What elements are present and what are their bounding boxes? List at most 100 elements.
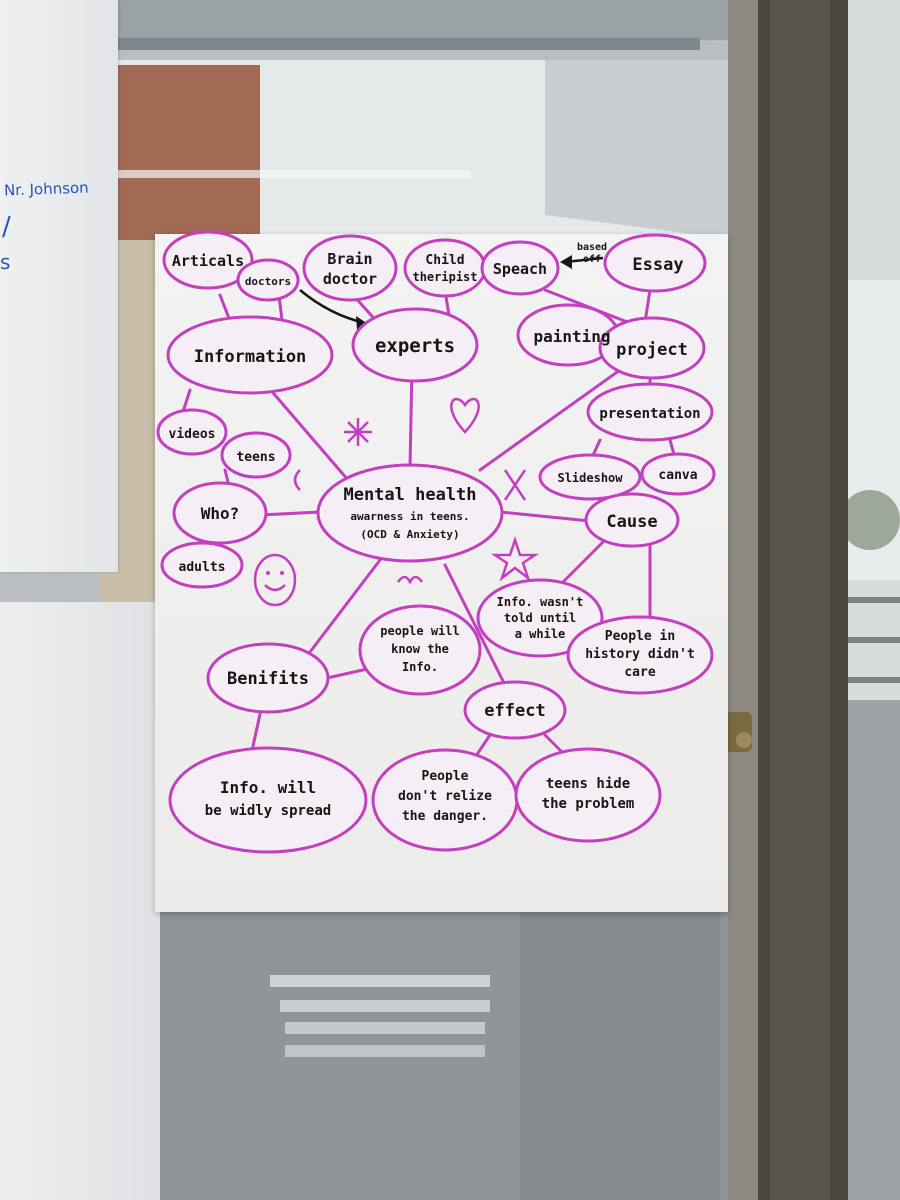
node-doctors: doctors <box>245 275 291 288</box>
left-mark-slash: / <box>2 212 11 242</box>
door-frame-left <box>728 0 758 1200</box>
reflection-1 <box>270 975 490 987</box>
door-frame-inner <box>770 0 830 1200</box>
node-brain-doctor: doctor <box>323 270 377 288</box>
cloud-brain-doctor <box>302 234 398 302</box>
cloud-labels: Articals doctors Brain doctor Child ther… <box>169 242 701 824</box>
reflection-4 <box>285 1045 485 1057</box>
node-told-until: told until <box>504 611 576 625</box>
x-doodle-2 <box>503 469 527 501</box>
canopy <box>545 60 740 240</box>
node-child: Child <box>425 253 464 268</box>
arrowhead-experts <box>356 316 368 330</box>
center-title: Mental health <box>343 485 476 505</box>
cloud-shapes <box>156 230 716 854</box>
node-info-will: Info. will <box>220 778 316 797</box>
right-pavement <box>848 700 900 1200</box>
node-know-the: know the <box>391 642 449 656</box>
cloud-videos <box>156 408 228 456</box>
cloud-canva <box>640 452 716 496</box>
node-adults: adults <box>179 560 226 575</box>
cloud-who <box>172 481 268 545</box>
cloud-history <box>566 615 714 695</box>
node-videos: videos <box>169 427 216 442</box>
node-effect: effect <box>484 701 545 721</box>
node-brain: Brain <box>327 250 372 268</box>
ceiling-beam <box>100 38 700 50</box>
cloud-slideshow <box>538 453 642 501</box>
node-care: care <box>624 665 655 680</box>
node-who: Who? <box>201 504 240 523</box>
cloud-know <box>358 604 482 696</box>
node-experts: experts <box>375 335 455 357</box>
node-the-danger: the danger. <box>402 809 488 824</box>
node-slideshow: Slideshow <box>557 471 623 485</box>
cloud-project <box>598 316 706 380</box>
node-information: Information <box>194 347 307 367</box>
shadow-area <box>520 912 720 1200</box>
star-doodle <box>490 536 540 582</box>
cloud-teens <box>220 431 292 479</box>
node-teens: teens <box>236 450 275 465</box>
cloud-information <box>166 315 334 395</box>
node-info-wasnt: Info. wasn't <box>497 595 584 609</box>
node-a-while: a while <box>515 627 566 641</box>
node-off: off <box>583 254 601 265</box>
cloud-doctors <box>236 258 300 302</box>
node-teens-hide: teens hide <box>546 776 630 792</box>
cloud-info-wasnt <box>476 578 604 658</box>
node-presentation: presentation <box>599 406 700 422</box>
arrowhead-speach <box>560 255 572 269</box>
cloud-adults <box>160 541 244 589</box>
node-articals: Articals <box>172 252 244 270</box>
cloud-experts <box>351 307 479 383</box>
reflection-3 <box>285 1022 485 1034</box>
star-doodle-top <box>344 418 372 446</box>
center-subtitle: awarness in teens. <box>350 510 469 523</box>
heart-doodle <box>450 397 480 434</box>
node-history-didnt: history didn't <box>585 647 695 662</box>
doodles <box>253 397 540 607</box>
cloud-essay <box>603 233 707 293</box>
center-subtitle-2: (OCD & Anxiety) <box>360 528 459 541</box>
cloud-cause <box>584 492 680 548</box>
node-essay: Essay <box>632 255 683 275</box>
node-project: project <box>616 340 688 360</box>
smiley-mouth <box>264 584 286 592</box>
left-paper-lower <box>0 602 160 1200</box>
cloud-benifits <box>206 642 330 714</box>
smiley-eye-right <box>280 571 284 575</box>
reflection-2 <box>280 1000 490 1012</box>
cloud-effect <box>463 680 567 740</box>
node-people-in: People in <box>605 629 675 644</box>
ceiling <box>100 0 740 45</box>
node-people-will: people will <box>380 624 459 638</box>
node-dont-relize: don't relize <box>398 789 492 804</box>
cloud-speach <box>480 240 560 296</box>
cloud-presentation <box>586 382 714 442</box>
cloud-spread <box>168 746 368 854</box>
node-the-problem: the problem <box>542 796 635 812</box>
node-people: People <box>422 769 469 784</box>
tree <box>840 490 900 550</box>
light-fixture <box>108 170 470 178</box>
node-benifits: Benifits <box>227 669 309 689</box>
left-paper <box>0 0 118 572</box>
cloud-hide <box>514 747 662 843</box>
smiley-eye-left <box>266 571 270 575</box>
node-cause: Cause <box>606 512 657 532</box>
cloud-articals <box>162 230 254 290</box>
node-info: Info. <box>402 660 438 674</box>
node-canva: canva <box>658 468 697 483</box>
cloud-child <box>403 238 487 298</box>
node-based: based <box>577 242 607 253</box>
node-widly-spread: be widly spread <box>205 803 331 819</box>
node-speach: Speach <box>493 260 547 278</box>
cloud-center <box>316 463 504 563</box>
node-theripist: theripist <box>412 270 477 284</box>
squiggle-doodle <box>396 575 424 585</box>
moon-doodle <box>293 469 301 491</box>
